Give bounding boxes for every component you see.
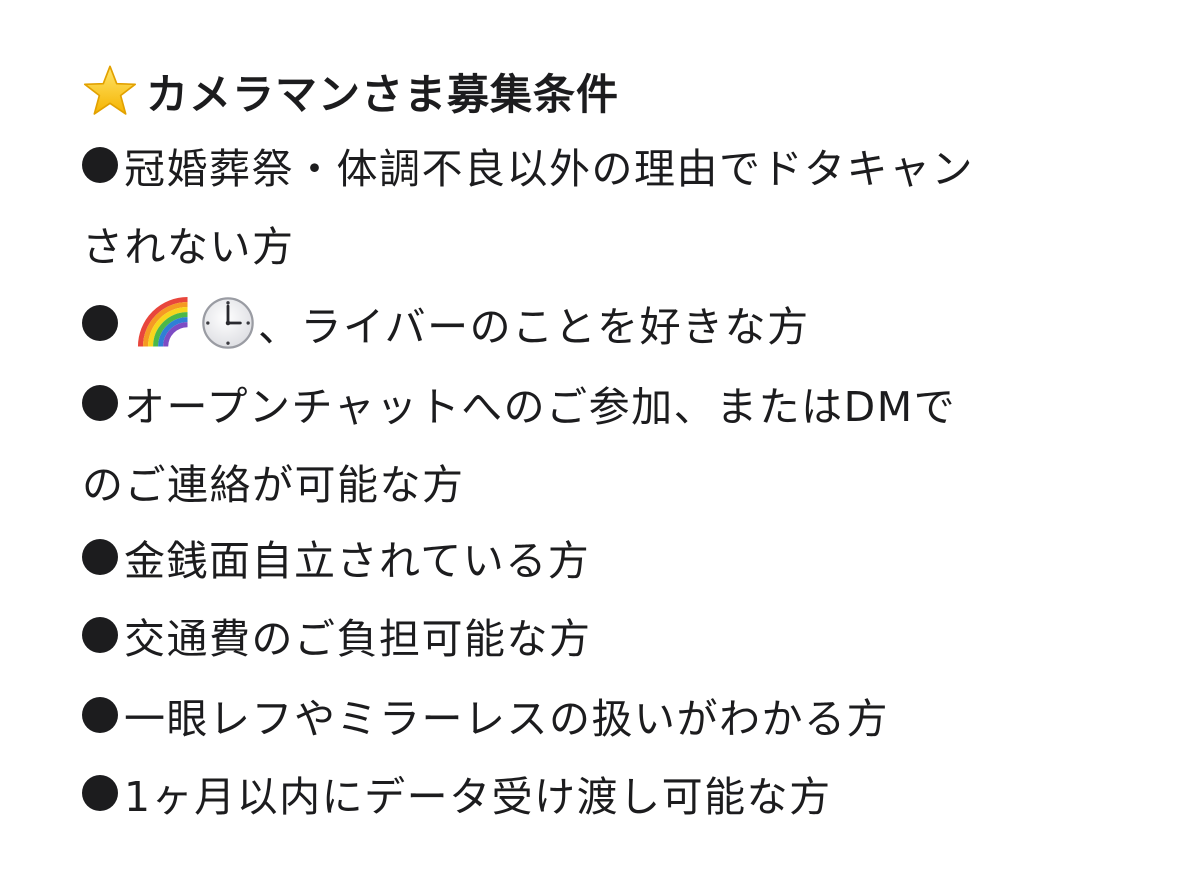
condition-item-3-line-1: オープンチャットへのご参加、またはDMで bbox=[82, 372, 956, 434]
condition-item-1-line-2: されない方 bbox=[82, 212, 295, 274]
condition-item-4: 金銭面自立されている方 bbox=[82, 526, 590, 588]
condition-item-2: 、ライバーのことを好きな方 bbox=[82, 292, 810, 354]
bullet bbox=[82, 539, 118, 575]
rainbow-icon bbox=[137, 296, 188, 347]
bullet bbox=[82, 305, 118, 341]
condition-text: されない方 bbox=[82, 223, 295, 271]
bullet bbox=[82, 385, 118, 421]
condition-text: 、ライバーのことを好きな方 bbox=[258, 303, 810, 351]
condition-text: 一眼レフやミラーレスの扱いがわかる方 bbox=[124, 695, 889, 743]
bullet bbox=[82, 697, 118, 733]
condition-text: 1ヶ月以内にデータ受け渡し可能な方 bbox=[124, 773, 832, 821]
condition-item-5: 交通費のご負担可能な方 bbox=[82, 604, 592, 666]
title-text: カメラマンさま募集条件 bbox=[146, 69, 620, 119]
clock-icon bbox=[202, 297, 254, 349]
condition-text: 金銭面自立されている方 bbox=[124, 537, 591, 585]
bullet bbox=[82, 147, 118, 183]
condition-text: 交通費のご負担可能な方 bbox=[124, 615, 592, 663]
condition-text: 冠婚葬祭・体調不良以外の理由でドタキャン bbox=[124, 145, 974, 193]
condition-item-7: 1ヶ月以内にデータ受け渡し可能な方 bbox=[82, 762, 832, 824]
bullet bbox=[82, 775, 118, 811]
condition-text: オープンチャットへのご参加、またはDMで bbox=[124, 383, 957, 431]
condition-text: のご連絡が可能な方 bbox=[82, 461, 465, 509]
document-title: カメラマンさま募集条件 bbox=[82, 60, 619, 122]
star-icon bbox=[83, 65, 137, 115]
condition-item-1-line-1: 冠婚葬祭・体調不良以外の理由でドタキャン bbox=[82, 134, 974, 196]
condition-item-6: 一眼レフやミラーレスの扱いがわかる方 bbox=[82, 684, 889, 746]
bullet bbox=[82, 617, 118, 653]
condition-item-3-line-2: のご連絡が可能な方 bbox=[82, 450, 465, 512]
